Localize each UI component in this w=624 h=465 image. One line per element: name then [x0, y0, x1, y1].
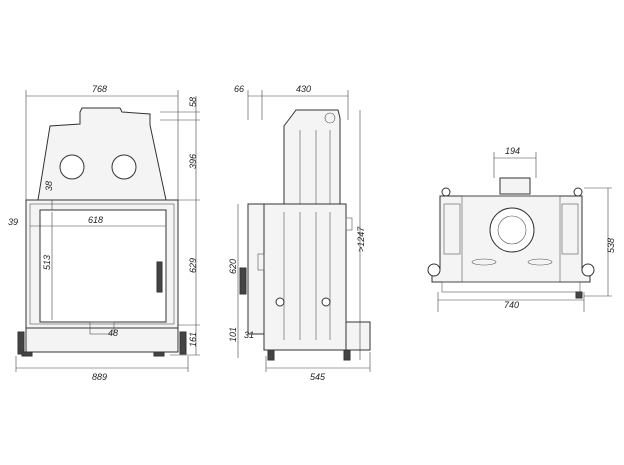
foot-left	[17, 331, 25, 355]
door-handle	[156, 261, 163, 293]
side-panel-left	[443, 203, 461, 255]
dim-hood-height: 396	[188, 154, 198, 169]
front-view: 768 58 396 629 161 618 39 38 513 48	[8, 84, 200, 382]
dim-foot-offset: 31	[244, 330, 254, 340]
body-side	[263, 203, 347, 351]
latch	[257, 253, 265, 271]
foot-side	[267, 349, 275, 361]
dim-glass-height: 513	[42, 255, 52, 270]
vent-left	[471, 258, 497, 266]
flue-port-right	[111, 154, 137, 180]
wheel-left	[427, 263, 441, 277]
dim-offset-top: 38	[44, 181, 54, 191]
bolt	[275, 297, 285, 307]
dim-overall-width: 889	[92, 372, 107, 382]
dim-offset-left: 39	[8, 217, 18, 227]
dim-door-height: 629	[188, 258, 198, 273]
side-view: 66 430 620 101 31 >1247	[228, 84, 371, 382]
rail-knob	[575, 291, 583, 299]
dim-side-height: 620	[228, 259, 238, 274]
foot-side-rear	[343, 349, 351, 361]
door-side	[247, 203, 265, 335]
dim-depth: 538	[606, 238, 616, 253]
dim-total-height: >1247	[356, 226, 366, 252]
base	[25, 327, 179, 353]
glass-window	[39, 209, 167, 323]
lug-right	[573, 187, 583, 197]
door-outer	[29, 203, 175, 325]
rear-bracket	[345, 217, 353, 231]
foot-pad-left	[21, 351, 33, 357]
air-control	[89, 321, 115, 335]
air-box	[345, 321, 371, 351]
dim-base-height: 161	[188, 332, 198, 347]
flue-collar	[324, 112, 336, 124]
lug-left	[441, 187, 451, 197]
handle-side	[239, 267, 247, 295]
foot-pad-right	[153, 351, 165, 357]
flue-top	[499, 177, 531, 195]
hood-side	[283, 109, 341, 205]
side-panel-right	[561, 203, 579, 255]
dim-flue-width: 194	[505, 146, 520, 156]
hood	[37, 107, 167, 201]
dim-top-height: 58	[188, 97, 198, 107]
foot-right	[179, 331, 187, 355]
flue-outlet-outer	[489, 207, 535, 253]
dim-glass-width: 618	[88, 215, 103, 225]
top-view: 194 538 740	[427, 146, 616, 312]
dim-depth-bottom: 545	[310, 372, 326, 382]
dim-flue-offset: 66	[234, 84, 244, 94]
dim-side-base: 101	[228, 327, 238, 342]
flue-outlet-inner	[497, 215, 527, 245]
front-rail	[441, 281, 581, 293]
vent-right	[527, 258, 553, 266]
dim-width-top: 768	[92, 84, 107, 94]
bolt	[321, 297, 331, 307]
dim-depth-top: 430	[296, 84, 311, 94]
wheel-right	[581, 263, 595, 277]
dim-bottom-offset: 48	[108, 328, 118, 338]
dim-width: 740	[504, 300, 519, 310]
flue-port-left	[59, 154, 85, 180]
